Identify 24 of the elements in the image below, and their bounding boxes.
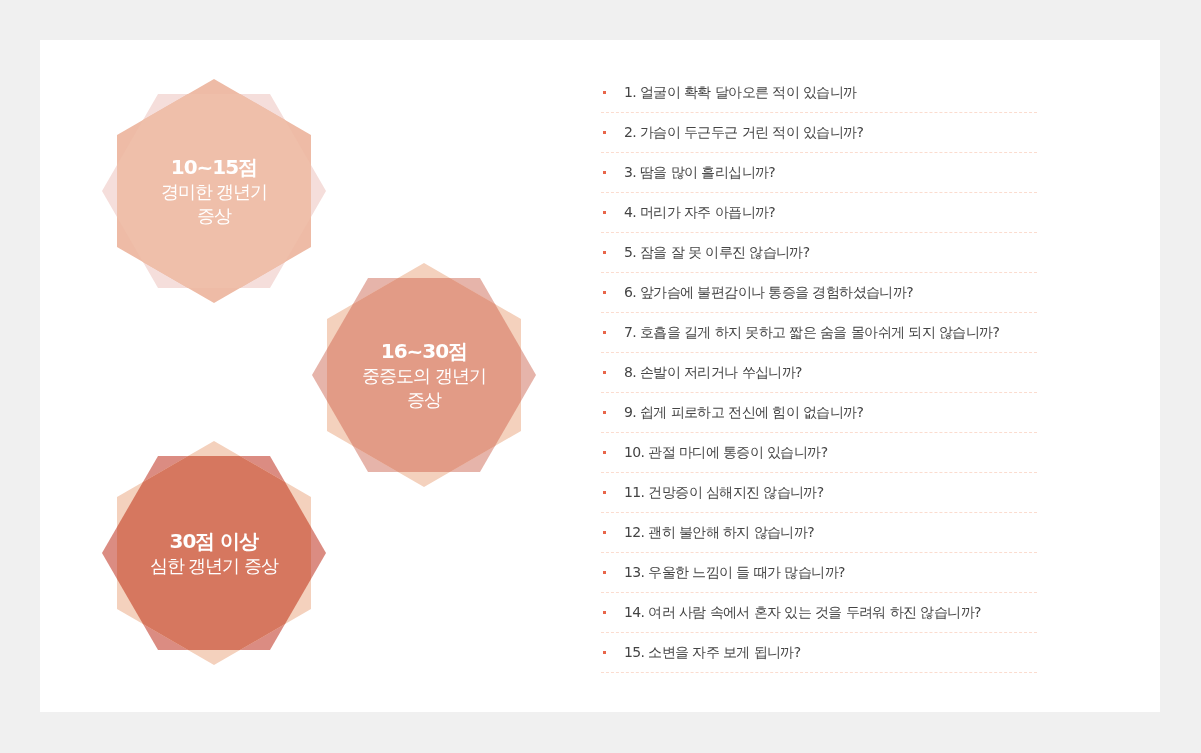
question-text: 1. 얼굴이 확확 달아오른 적이 있습니까	[624, 83, 857, 102]
question-text: 15. 소변을 자주 보게 됩니까?	[624, 643, 801, 662]
question-text: 3. 땀을 많이 흘리십니까?	[624, 163, 776, 182]
question-text: 14. 여러 사람 속에서 혼자 있는 것을 두려워 하진 않습니까?	[624, 603, 981, 622]
symptom-level: 경미한 갱년기 증상	[159, 179, 269, 228]
question-text: 2. 가슴이 두근두근 거린 적이 있습니까?	[624, 123, 864, 142]
question-text: 8. 손발이 저리거나 쑤십니까?	[624, 363, 802, 382]
star-badge	[102, 441, 326, 665]
question-text: 7. 호흡을 길게 하지 못하고 짧은 숨을 몰아쉬게 되지 않습니까?	[624, 323, 1000, 342]
question-text: 12. 괜히 불안해 하지 않습니까?	[624, 523, 815, 542]
star-badge	[102, 79, 326, 303]
question-text: 5. 잠을 잘 못 이루진 않습니까?	[624, 243, 810, 262]
score-range: 30점 이상	[169, 528, 259, 554]
symptom-level: 심한 갱년기 증상	[149, 553, 279, 578]
question-text: 13. 우울한 느낌이 들 때가 많습니까?	[624, 563, 845, 582]
question-text: 4. 머리가 자주 아픕니까?	[624, 203, 776, 222]
symptom-level: 중증도의 갱년기 증상	[361, 363, 487, 412]
question-text: 11. 건망증이 심해지진 않습니까?	[624, 483, 824, 502]
question-text: 9. 쉽게 피로하고 전신에 힘이 없습니까?	[624, 403, 864, 422]
star-badge	[312, 263, 536, 487]
question-text: 10. 관절 마디에 통증이 있습니까?	[624, 443, 828, 462]
score-range: 16~30점	[380, 338, 468, 364]
question-text: 6. 앞가슴에 불편감이나 통증을 경험하셨습니까?	[624, 283, 913, 302]
score-range: 10~15점	[170, 154, 258, 180]
